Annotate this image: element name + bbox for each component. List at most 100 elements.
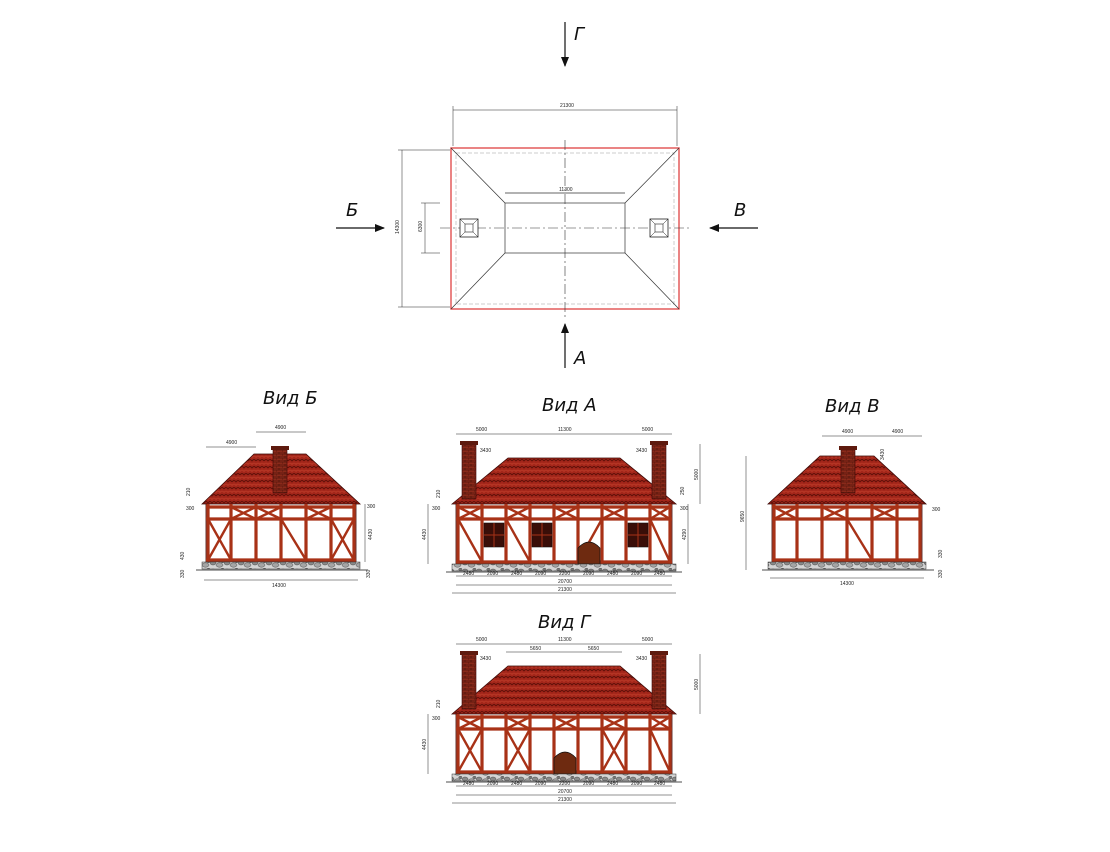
bay-dim: 2480 [511,781,522,787]
view-v-plinth [767,561,927,570]
view-a-dim-r2: 250 [680,486,686,495]
plan-label-right: В [734,200,746,221]
bay-dim: 2090 [583,781,594,787]
view-g-dim-r1: 210 [436,699,442,708]
view-g-dim-s1: 300 [432,716,441,722]
view-v-dim-top2: 4900 [892,429,903,435]
view-g-dim-cl: 3430 [480,656,491,662]
view-arrow-top: Г [561,22,586,67]
view-g-title: Вид Г [538,612,592,633]
view-a: Вид А [422,395,701,594]
view-b-dim-g3: 330 [366,569,372,578]
bay-dim: 2480 [654,781,665,787]
plan-dimensions: 21300 14300 6300 11300 [395,103,678,308]
bay-dim: 2480 [463,781,474,787]
view-g-dim-h1: 4430 [422,739,428,750]
view-arrow-right: В [709,200,758,232]
view-v-dim-s1: 300 [932,507,941,513]
roof-plan: Г А Б В [336,22,758,369]
view-b-title: Вид Б [263,388,318,409]
view-a-windows [483,522,649,548]
plan-chimney-right [649,218,669,238]
view-a-timber-frame [456,504,672,564]
view-arrow-left: Б [336,200,385,232]
view-g-chimney-left-cap [460,651,478,655]
view-b-dim-bottom: 14300 [272,583,286,589]
plan-dim-height: 14300 [395,220,401,234]
bay-dim: 2090 [583,571,594,577]
view-b-dim-r1: 210 [186,487,192,496]
view-b-dim-height: 4430 [368,529,374,540]
view-a-dim-s1: 300 [432,506,441,512]
view-g-plinth [451,773,677,782]
view-a-plinth [451,563,677,572]
view-v-dim-top: 4900 [842,429,853,435]
view-g-dim-h2: 5000 [694,679,700,690]
bay-dim: 2090 [487,781,498,787]
view-g-dim-m1: 5650 [530,646,541,652]
view-b-timber-frame [206,504,356,562]
view-a-bay-dims: 2480 2090 2480 2090 2200 2090 2480 2090 … [456,571,672,577]
view-arrow-bottom: А [561,323,586,369]
bay-dim: 2200 [559,781,570,787]
view-a-chimney-left [461,443,477,500]
plan-chimney-left [459,218,479,238]
view-b-dim-g2: 330 [180,569,186,578]
view-a-dim-s2: 300 [680,506,689,512]
view-g-dimensions: 11300 5000 5000 5650 5650 3430 3430 2480… [422,637,701,804]
view-a-chimney-right-cap [650,441,668,445]
view-a-dim-bottom1: 20700 [558,579,572,585]
bay-dim: 2480 [654,571,665,577]
view-a-roof [450,457,678,505]
view-b-chimney [272,448,288,494]
view-b-dimensions: 4900 4900 14300 4430 210 300 300 430 330… [180,425,376,589]
view-v-dim-c1: 3430 [880,449,886,460]
view-g-bay-dims: 2480 2090 2480 2090 2200 2090 2480 2090 … [456,781,672,787]
view-a-dim-bottom2: 21300 [558,587,572,593]
view-g-dim-cr: 3430 [636,656,647,662]
view-b-dim-s1: 300 [186,506,195,512]
view-v-chimney-cap [839,446,857,450]
view-a-dim-h3: 4290 [682,529,688,540]
view-a-door [577,541,601,565]
view-g-chimney-left [461,653,477,710]
view-b-chimney-cap [271,446,289,450]
view-b-dim-s2: 300 [367,504,376,510]
view-a-dim-cr: 3430 [636,448,647,454]
view-b-dim-top: 4900 [275,425,286,431]
view-a-dim-h1: 4430 [422,529,428,540]
view-v-dim-g2: 330 [938,569,944,578]
view-g-dim-top: 11300 [558,637,572,643]
bay-dim: 2480 [607,571,618,577]
view-a-chimney-left-cap [460,441,478,445]
view-g-dim-tl: 5000 [476,637,487,643]
view-v-dim-g1: 330 [938,549,944,558]
view-a-dim-cl: 3430 [480,448,491,454]
view-g-dim-tr: 5000 [642,637,653,643]
view-g-roof [450,665,678,715]
view-a-title: Вид А [542,395,597,416]
bay-dim: 2090 [487,571,498,577]
view-a-dim-h2: 5000 [694,469,700,480]
view-v-dim-bottom: 14300 [840,581,854,587]
view-a-dimensions: 11300 5000 5000 3430 3430 2480 2090 2480… [422,427,701,594]
view-b-dim-top2: 4900 [226,440,237,446]
plan-dim-ridge: 11300 [559,187,573,193]
plan-label-left: Б [346,200,358,221]
view-a-dim-top: 11300 [558,427,572,433]
view-a-dim-r1: 210 [436,489,442,498]
bay-dim: 2090 [535,571,546,577]
view-a-dim-tl: 5000 [476,427,487,433]
view-v-chimney [840,448,856,494]
view-a-dim-tr: 5000 [642,427,653,433]
bay-dim: 2480 [511,571,522,577]
view-b: Вид Б 4900 4900 143 [180,388,376,589]
bay-dim: 2480 [463,571,474,577]
plan-label-top: Г [574,24,586,45]
view-g-chimney-right-cap [650,651,668,655]
view-g: Вид Г 11300 5000 [422,612,701,804]
bay-dim: 2090 [535,781,546,787]
plan-wall-outline [455,152,675,305]
view-v-title: Вид В [825,396,880,417]
